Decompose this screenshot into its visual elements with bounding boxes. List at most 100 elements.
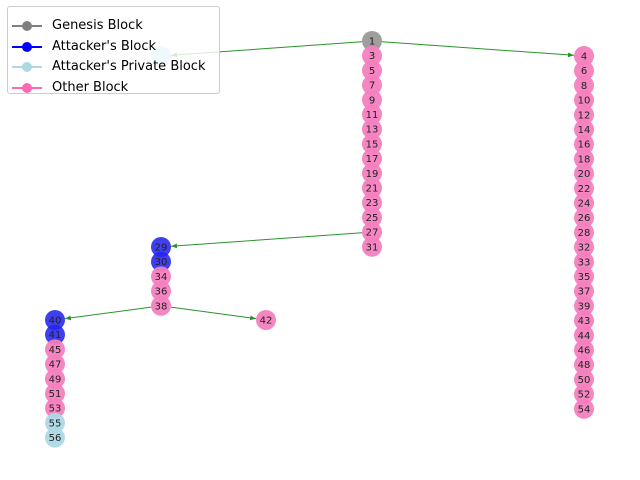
block-node-32: 32: [574, 237, 594, 258]
block-label: 32: [578, 243, 591, 254]
block-circle-27: [362, 222, 382, 243]
block-circle-21: [362, 178, 382, 198]
block-label: 31: [366, 242, 379, 253]
block-node-53: 53: [45, 398, 65, 419]
block-node-34: 34: [151, 266, 171, 287]
block-node-55: 55: [45, 412, 65, 433]
block-node-46: 46: [574, 340, 594, 360]
block-label: 23: [366, 198, 379, 209]
block-circle-38: [151, 295, 171, 316]
block-label: 17: [366, 154, 379, 165]
block-label: 41: [49, 330, 62, 341]
block-circle-49: [45, 368, 65, 389]
block-circle-11: [362, 104, 382, 125]
block-node-37: 37: [574, 281, 594, 302]
legend-label-attacker: Attacker's Block: [52, 39, 157, 54]
block-node-41: 41: [45, 324, 65, 345]
block-circle-20: [574, 163, 594, 184]
block-label: 12: [578, 110, 591, 121]
block-node-36: 36: [151, 281, 171, 302]
block-label: 6: [581, 66, 587, 77]
block-node-38: 38: [151, 295, 171, 316]
block-node-50: 50: [574, 369, 594, 390]
block-circle-54: [574, 398, 594, 419]
block-circle-46: [574, 340, 594, 360]
block-label: 33: [578, 257, 591, 268]
block-circle-47: [45, 354, 65, 375]
block-node-14: 14: [574, 119, 594, 140]
block-circle-24: [574, 193, 594, 213]
block-circle-53: [45, 398, 65, 419]
block-label: 10: [578, 96, 591, 107]
block-circle-41: [45, 324, 65, 345]
edge-38-42: [170, 306, 257, 321]
block-node-29: 29: [151, 237, 171, 257]
block-label: 25: [366, 213, 379, 224]
legend-item-attacker: Attacker's Block: [8, 37, 219, 57]
block-circle-14: [574, 119, 594, 140]
block-circle-4: [574, 46, 594, 66]
block-label: 15: [366, 139, 379, 150]
block-circle-28: [574, 222, 594, 243]
block-circle-35: [574, 266, 594, 287]
block-node-33: 33: [574, 251, 594, 272]
block-node-7: 7: [362, 75, 382, 96]
block-node-1: 1: [362, 31, 382, 51]
block-node-47: 47: [45, 354, 65, 375]
block-circle-29: [151, 237, 171, 257]
block-label: 50: [578, 375, 591, 386]
block-circle-55: [45, 412, 65, 433]
legend-item-genesis: Genesis Block: [8, 16, 219, 36]
block-label: 24: [578, 199, 591, 210]
block-circle-34: [151, 266, 171, 287]
block-circle-9: [362, 89, 382, 110]
block-label: 28: [578, 228, 591, 239]
block-node-35: 35: [574, 266, 594, 287]
block-circle-48: [574, 354, 594, 375]
block-node-24: 24: [574, 193, 594, 213]
block-circle-1: [362, 31, 382, 51]
block-label: 13: [366, 125, 379, 136]
block-node-21: 21: [362, 178, 382, 198]
block-label: 40: [49, 316, 62, 327]
block-label: 51: [49, 389, 62, 400]
block-node-43: 43: [574, 310, 594, 331]
block-node-45: 45: [45, 339, 65, 360]
block-circle-23: [362, 192, 382, 213]
block-label: 53: [49, 404, 62, 415]
block-label: 37: [578, 287, 591, 298]
legend-item-private: Attacker's Private Block: [8, 57, 219, 77]
block-label: 5: [369, 66, 375, 77]
block-label: 42: [260, 316, 273, 327]
block-node-15: 15: [362, 133, 382, 154]
block-circle-51: [45, 383, 65, 404]
block-node-42: 42: [256, 310, 276, 330]
legend-marker-private: [22, 62, 32, 72]
edge-1-4: [381, 41, 575, 58]
block-circle-12: [574, 104, 594, 125]
block-circle-40: [45, 310, 65, 330]
block-node-8: 8: [574, 75, 594, 96]
block-node-17: 17: [362, 148, 382, 169]
block-circle-26: [574, 207, 594, 228]
block-node-27: 27: [362, 222, 382, 243]
block-node-4: 4: [574, 46, 594, 66]
block-label: 9: [369, 95, 375, 106]
block-node-12: 12: [574, 104, 594, 125]
block-label: 1: [369, 37, 375, 48]
block-label: 27: [366, 228, 379, 239]
block-circle-18: [574, 148, 594, 169]
block-label: 19: [366, 169, 379, 180]
legend-marker-other: [22, 83, 32, 93]
block-label: 47: [49, 360, 62, 371]
block-circle-32: [574, 237, 594, 258]
block-node-51: 51: [45, 383, 65, 404]
block-label: 46: [578, 346, 591, 357]
block-circle-13: [362, 119, 382, 140]
block-circle-16: [574, 134, 594, 155]
block-circle-31: [362, 236, 382, 257]
block-node-16: 16: [574, 134, 594, 155]
block-node-19: 19: [362, 163, 382, 184]
block-label: 38: [155, 301, 168, 312]
block-circle-52: [574, 384, 594, 405]
